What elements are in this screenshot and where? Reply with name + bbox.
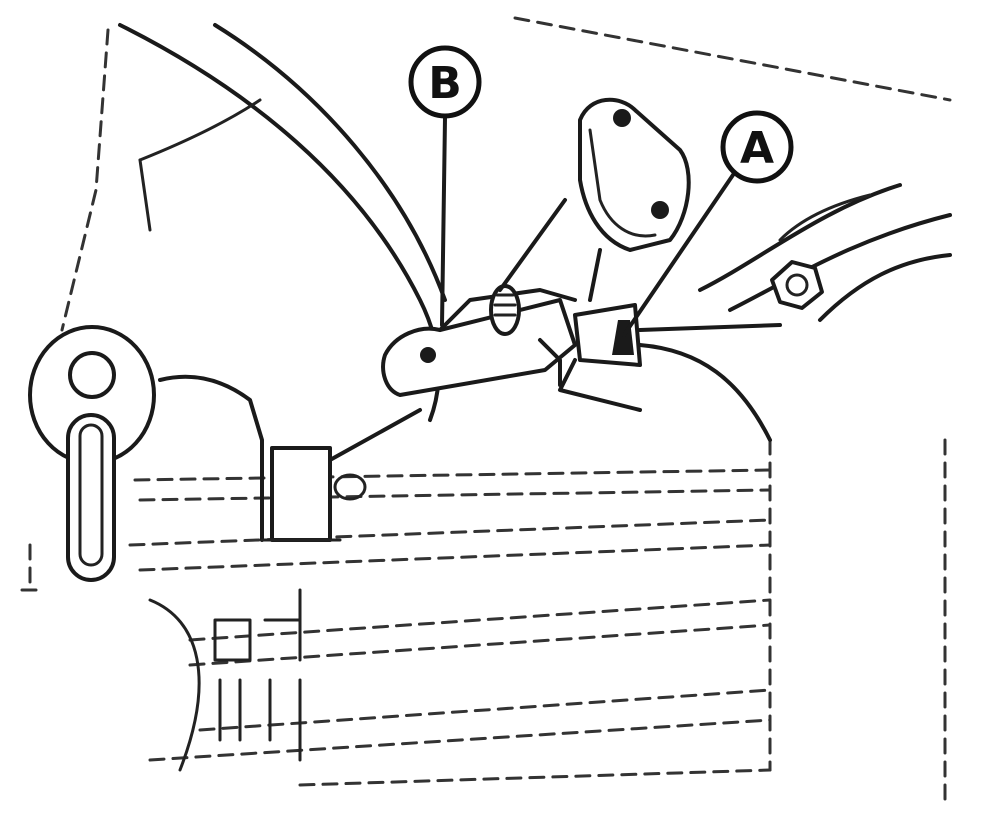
callout-b-label: B bbox=[428, 58, 462, 109]
linkage-assembly bbox=[381, 284, 577, 397]
dashed-outline bbox=[20, 16, 952, 802]
right-linkage bbox=[638, 183, 952, 442]
callout-a: A bbox=[622, 110, 794, 337]
callout-a-circle bbox=[720, 110, 794, 184]
callout-b: B bbox=[408, 45, 482, 327]
bracket-plate bbox=[498, 97, 691, 302]
callout-a-label: A bbox=[740, 123, 774, 174]
slider-block bbox=[558, 303, 642, 412]
cylinder-block bbox=[128, 468, 772, 787]
lifting-bracket bbox=[28, 325, 156, 582]
callout-b-circle bbox=[408, 45, 482, 119]
injector-post bbox=[158, 374, 367, 542]
